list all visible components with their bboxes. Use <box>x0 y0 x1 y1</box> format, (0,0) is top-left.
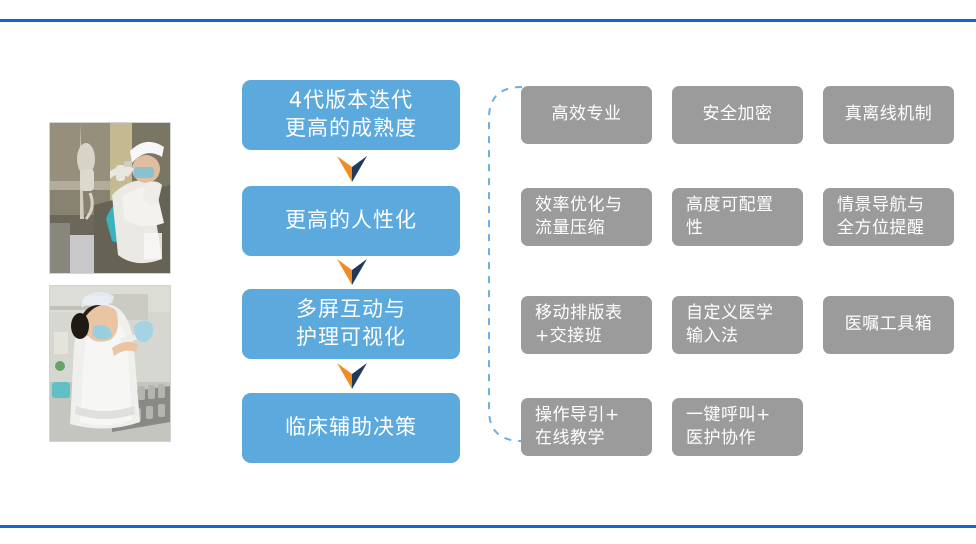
feature-label: 情景导航与全方位提醒 <box>837 194 925 238</box>
feature-box-2-1[interactable]: 自定义医学输入法 <box>672 296 803 354</box>
feature-label: 医嘱工具箱 <box>844 314 933 335</box>
photo-nurse-scanning-iv-bag <box>49 122 171 274</box>
feature-box-0-1[interactable]: 安全加密 <box>672 86 803 144</box>
stage-box-1[interactable]: 更高的人性化 <box>242 186 460 256</box>
feature-box-0-2[interactable]: 真离线机制 <box>823 86 954 144</box>
stage-box-3[interactable]: 临床辅助决策 <box>242 393 460 463</box>
chevron-down-icon <box>337 259 367 285</box>
stage-label-3: 临床辅助决策 <box>285 415 417 440</box>
feature-box-2-2[interactable]: 医嘱工具箱 <box>823 296 954 354</box>
feature-label: 真离线机制 <box>844 104 933 125</box>
feature-box-3-0[interactable]: 操作导引+在线教学 <box>521 398 652 456</box>
chevron-down-icon <box>337 363 367 389</box>
chevron-down-icon <box>337 156 367 182</box>
feature-label: 移动排版表+交接班 <box>535 302 623 346</box>
feature-box-1-2[interactable]: 情景导航与全方位提醒 <box>823 188 954 246</box>
feature-label: 一键呼叫+医护协作 <box>686 404 771 448</box>
stage-box-2[interactable]: 多屏互动与 护理可视化 <box>242 289 460 359</box>
feature-label: 高效专业 <box>551 104 622 125</box>
feature-label: 效率优化与流量压缩 <box>535 194 623 238</box>
feature-box-2-0[interactable]: 移动排版表+交接班 <box>521 296 652 354</box>
dashed-bracket-connector <box>476 84 536 444</box>
feature-box-0-0[interactable]: 高效专业 <box>521 86 652 144</box>
feature-label: 操作导引+在线教学 <box>535 404 620 448</box>
feature-label: 自定义医学输入法 <box>686 302 774 346</box>
stage-label-2: 多屏互动与 护理可视化 <box>296 297 406 349</box>
feature-label: 安全加密 <box>702 104 773 125</box>
feature-label: 高度可配置性 <box>686 194 774 238</box>
feature-box-1-1[interactable]: 高度可配置性 <box>672 188 803 246</box>
bottom-accent-rule <box>0 525 976 528</box>
stage-label-1: 更高的人性化 <box>285 208 417 233</box>
stage-box-0[interactable]: 4代版本迭代 更高的成熟度 <box>242 80 460 150</box>
stage-label-0: 4代版本迭代 更高的成熟度 <box>285 88 417 140</box>
feature-box-3-1[interactable]: 一键呼叫+医护协作 <box>672 398 803 456</box>
feature-box-1-0[interactable]: 效率优化与流量压缩 <box>521 188 652 246</box>
top-accent-rule <box>0 19 976 22</box>
photo-nurse-preparing-medication <box>49 285 171 442</box>
